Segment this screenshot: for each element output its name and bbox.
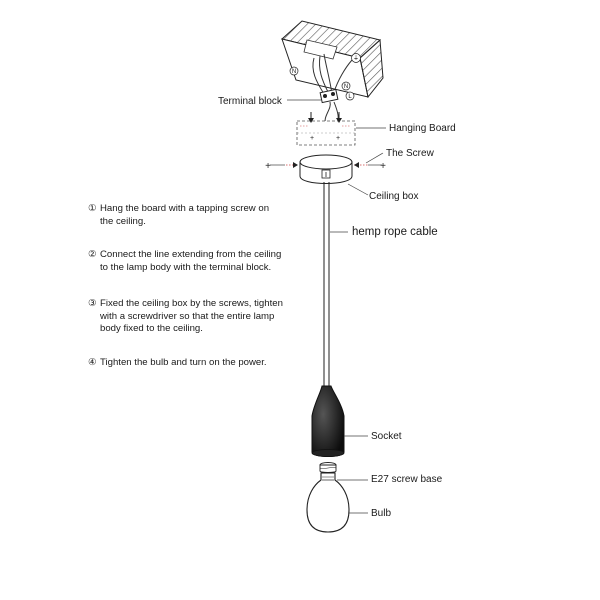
earth-mark-circle [351,53,361,63]
side-screws: + + [265,152,386,172]
hanging-board-label: Hanging Board [389,123,456,134]
ceiling-block [280,20,384,99]
step-3-line-1: Fixed the ceiling box by the screws, tig… [100,298,283,309]
earth-mark: ⏚ [353,55,359,62]
step-4-line-1: Tighten the bulb and turn on the power. [100,357,267,368]
hemp-rope-cable [323,182,348,386]
live-mark-circle [345,91,355,101]
step-1-line-2: the ceiling. [100,215,146,227]
step-1-line-1: Hang the board with a tapping screw on [100,203,270,214]
svg-text:+: + [265,161,271,172]
e27-screw-base [319,462,368,481]
step-3-number: ③ [88,298,97,309]
neutral-mark-circle-right [341,81,351,91]
step-3-line-2: with a screwdriver so that the entire la… [100,310,275,322]
neutral-mark-circle-top [289,66,299,76]
screw-leader [365,152,384,164]
live-mark: L [348,94,352,100]
step-2-line-1: Connect the line extending from the ceil… [100,249,282,260]
neutral-mark-right: N [344,84,348,90]
ceiling-box-label: Ceiling box [369,191,418,202]
step-1-number: ① [88,203,97,214]
step-3-line-3: body fixed to the ceiling. [100,323,203,334]
hanging-board [296,120,386,146]
step-2-number: ② [88,249,97,260]
wire-marks: ⏚ N N L [289,53,361,101]
step-4-number: ④ [88,357,97,368]
ceiling-box [299,154,369,196]
svg-text:+: + [336,135,340,142]
socket [311,385,368,457]
tapping-screws: + + [308,112,342,142]
terminal-block [287,88,339,104]
e27-screw-base-label: E27 screw base [371,474,443,485]
step-2-line-2: to the lamp body with the terminal block… [100,261,272,273]
terminal-block-label: Terminal block [218,96,283,107]
svg-text:+: + [310,135,314,142]
bulb [306,472,368,533]
the-screw-label: The Screw [386,148,435,159]
ceiling-box-leader [347,183,369,196]
hemp-rope-cable-label: hemp rope cable [352,226,438,238]
socket-label: Socket [371,431,402,442]
svg-text:+: + [380,161,386,172]
neutral-mark-top: N [292,69,296,75]
bulb-label: Bulb [371,508,391,519]
